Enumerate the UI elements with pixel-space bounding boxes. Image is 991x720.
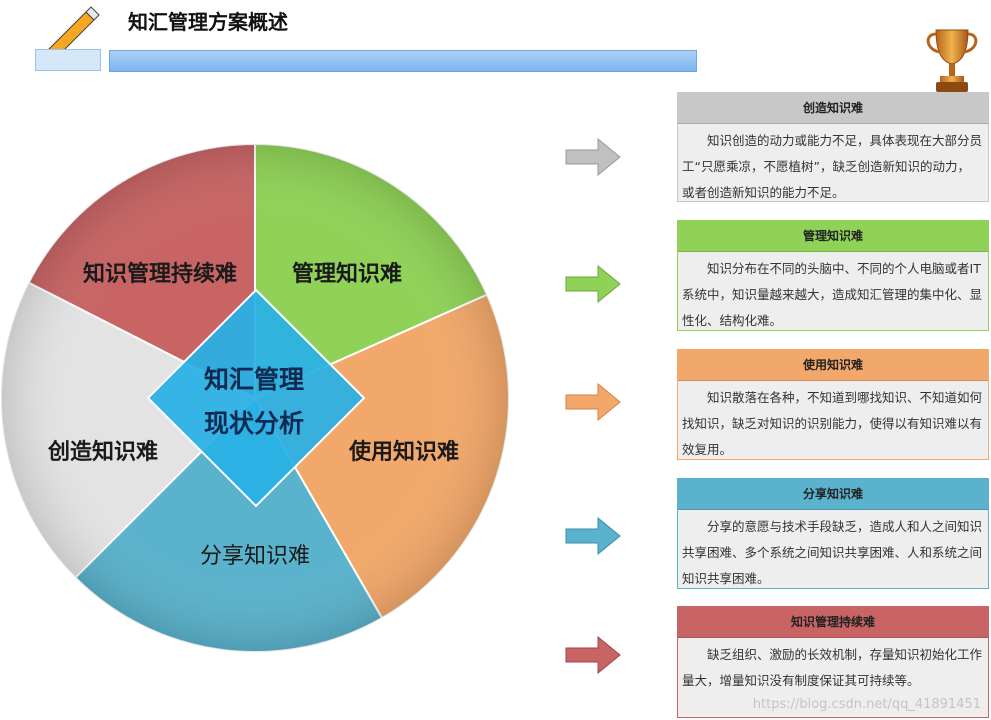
card-body: 分享的意愿与技术手段缺乏，造成人和人之间知识共享困难、多个系统之间知识共享困难、… [682,519,983,586]
center-text-line2: 现状分析 [204,409,304,438]
card-use-knowledge: 使用知识难 知识散落在各种，不知道到哪找知识、不知道如何找知识，缺乏对知识的识别… [677,349,989,460]
card-share-knowledge: 分享知识难 分享的意愿与技术手段缺乏，造成人和人之间知识共享困难、多个系统之间知… [677,478,989,589]
arrow-right-icon [565,265,621,303]
title-bar-accent [35,49,101,71]
sector-label-manage: 管理知识难 [292,261,402,287]
arrow-right-icon [565,636,621,674]
card-body: 缺乏组织、激励的长效机制，存量知识初始化工作量大，增量知识没有制度保证其可持续等… [682,647,983,688]
title-bar [109,50,697,72]
card-body: 知识散落在各种，不知道到哪找知识、不知道如何找知识，缺乏对知识的识别能力，使得以… [682,390,983,457]
card-title: 使用知识难 [678,350,988,381]
watermark: https://blog.csdn.net/qq_41891451 [752,697,981,712]
card-title: 创造知识难 [678,93,988,124]
sector-label-use: 使用知识难 [348,439,459,465]
card-sustain-knowledge: 知识管理持续难 缺乏组织、激励的长效机制，存量知识初始化工作量大，增量知识没有制… [677,606,989,718]
center-diamond [146,288,366,508]
sector-label-sustain: 知识管理持续难 [83,261,237,287]
card-body: 知识创造的动力或能力不足，具体表现在大部分员工“只愿乘凉，不愿植树”，缺乏创造新… [682,133,983,200]
page-title: 知汇管理方案概述 [128,10,288,34]
card-title: 分享知识难 [678,479,988,510]
card-create-knowledge: 创造知识难 知识创造的动力或能力不足，具体表现在大部分员工“只愿乘凉，不愿植树”… [677,92,989,202]
center-text-line1: 知汇管理 [204,365,304,394]
analysis-diagram: 知汇管理 现状分析 管理知识难 使用知识难 分享知识难 创造知识难 知识管理持续… [0,142,510,653]
card-body: 知识分布在不同的头脑中、不同的个人电脑或者IT系统中，知识量越来越大，造成知汇管… [682,261,983,328]
arrow-right-icon [565,517,621,555]
sector-label-create: 创造知识难 [47,439,158,465]
sector-label-share: 分享知识难 [200,544,310,569]
card-title: 管理知识难 [678,221,988,252]
card-title: 知识管理持续难 [678,607,988,638]
arrow-right-icon [565,383,621,421]
trophy-icon [926,29,978,92]
arrow-right-icon [565,138,621,176]
card-manage-knowledge: 管理知识难 知识分布在不同的头脑中、不同的个人电脑或者IT系统中，知识量越来越大… [677,220,989,331]
